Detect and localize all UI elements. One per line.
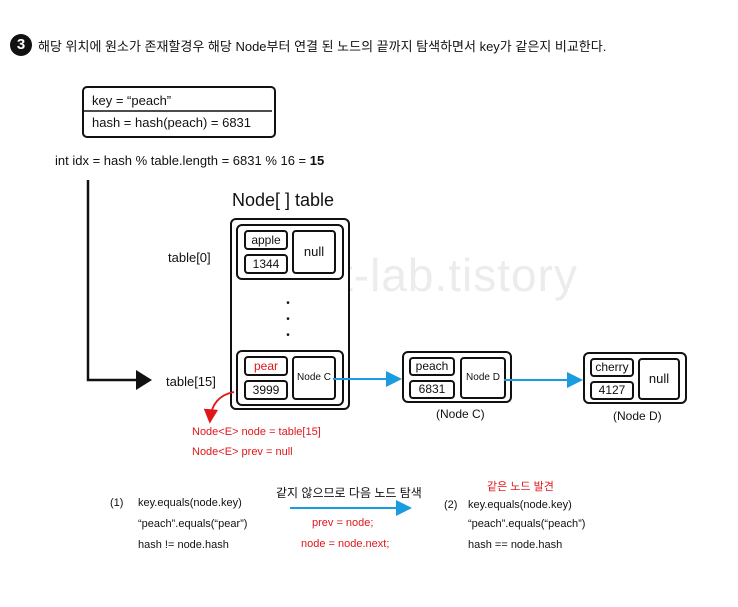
step-number-badge: 3 (10, 34, 32, 56)
step-description: 해당 위치에 원소가 존재할경우 해당 Node부터 연결 된 노드의 끝까지 … (38, 39, 607, 54)
node-init-note: Node<E> node = table[15] (192, 426, 321, 438)
slot0-next-cell: null (292, 230, 336, 274)
slot15-key-cell: pear (244, 356, 288, 376)
index-calculation: int idx = hash % table.length = 6831 % 1… (55, 153, 324, 168)
table-index-0-label: table[0] (168, 250, 211, 265)
node-c-next-cell: Node D (460, 357, 506, 399)
node-d-key-cell: cherry (590, 358, 634, 377)
slot0-hash-cell: 1344 (244, 254, 288, 274)
table-slot-15: pear 3999 Node C (236, 350, 344, 406)
node-c-key-cell: peach (409, 357, 455, 376)
index-result: 15 (309, 153, 325, 168)
table-slot-0: apple 1344 null (236, 224, 344, 280)
compare2-line-1: key.equals(node.key) (468, 499, 572, 511)
table-index-15-label: table[15] (166, 374, 216, 389)
compare1-line-3: hash != node.hash (138, 539, 229, 551)
compare1-line-1: key.equals(node.key) (138, 497, 242, 509)
node-c: peach 6831 Node D (402, 351, 512, 403)
node-pointer-arrow (203, 391, 235, 424)
node-d: cherry 4127 null (583, 352, 687, 404)
ellipsis-dots: ••• (286, 298, 290, 341)
prev-init-note: Node<E> prev = null (192, 446, 293, 458)
node-d-caption: (Node D) (613, 409, 662, 423)
found-note: 같은 노드 발견 (487, 481, 554, 493)
node-c-caption: (Node C) (436, 407, 485, 421)
transition-node-advance: node = node.next; (301, 538, 390, 550)
slot15-next-cell: Node C (292, 356, 336, 400)
transition-prev-assign: prev = node; (312, 517, 374, 529)
node-c-hash-cell: 6831 (409, 380, 455, 399)
slot15-hash-cell: 3999 (244, 380, 288, 400)
array-title: Node[ ] table (232, 190, 335, 210)
node-d-next-cell: null (638, 358, 680, 400)
node-d-hash-cell: 4127 (590, 381, 634, 400)
watermark-text: st-lab.tistory (316, 249, 578, 301)
index-formula: int idx = hash % table.length = 6831 % 1… (55, 153, 310, 168)
hash-line: hash = hash(peach) = 6831 (92, 115, 252, 130)
transition-caption: 같지 않으므로 다음 노드 탐색 (276, 486, 422, 500)
key-line: key = “peach” (92, 93, 172, 108)
index-to-slot-arrow (86, 180, 152, 390)
compare2-line-3: hash == node.hash (468, 539, 563, 551)
compare1-label: (1) (110, 497, 124, 509)
compare2-line-2: “peach”.equals(“peach”) (468, 518, 586, 530)
key-info-box: key = “peach” hash = hash(peach) = 6831 (82, 86, 276, 138)
compare1-line-2: “peach”.equals(“pear”) (138, 518, 248, 530)
slot0-key-cell: apple (244, 230, 288, 250)
compare2-label: (2) (444, 499, 458, 511)
